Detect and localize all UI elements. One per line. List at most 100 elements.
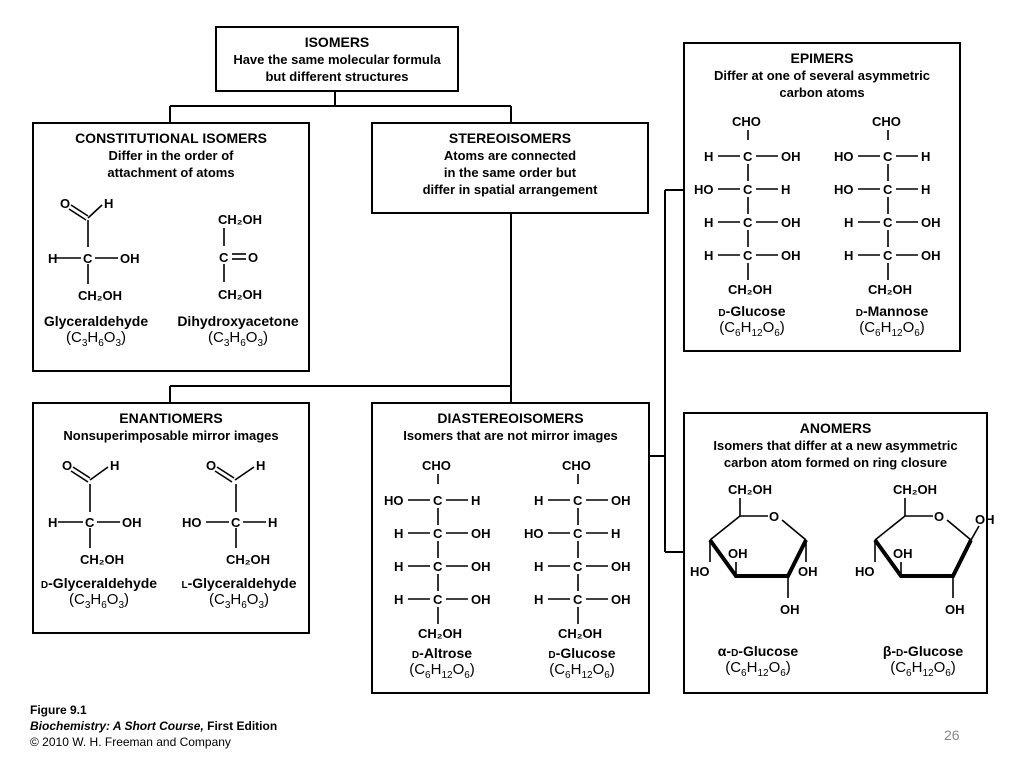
- oh-label: OH: [921, 215, 941, 230]
- isomers-box: ISOMERS Have the same molecular formula …: [215, 26, 459, 92]
- d-glucose-diastereo-formula: (C6H12O6): [549, 661, 615, 681]
- oh-label: OH: [781, 215, 801, 230]
- c-label: C: [219, 250, 229, 265]
- c-label: C: [231, 515, 241, 530]
- h-label: H: [394, 592, 403, 607]
- beta-glucose-caption: β-D-Glucose (C6H12O6): [865, 643, 981, 679]
- ch2oh-label: CH₂OH: [80, 552, 124, 567]
- glyceraldehyde-structure: O H H C OH CH₂OH: [38, 192, 158, 310]
- h-label: H: [921, 149, 930, 164]
- aldehyde-h-label: H: [256, 458, 265, 473]
- ch2oh-label: CH₂OH: [558, 626, 602, 641]
- ho-label: HO: [524, 526, 544, 541]
- aldehyde-o-label: O: [60, 196, 70, 211]
- aldehyde-o-label: O: [62, 458, 72, 473]
- epimers-title: EPIMERS: [790, 50, 854, 66]
- anomers-box: ANOMERS Isomers that differ at a new asy…: [683, 412, 988, 694]
- c-label: C: [883, 149, 893, 164]
- aldehyde-h-label: H: [104, 196, 113, 211]
- oh-label: OH: [471, 559, 491, 574]
- c-label: C: [433, 559, 443, 574]
- oh-label: OH: [611, 493, 631, 508]
- c-label: C: [573, 526, 583, 541]
- cho-label: CHO: [732, 114, 761, 129]
- epimers-subtitle: Differ at one of several asymmetric carb…: [713, 68, 931, 100]
- h-label: H: [781, 182, 790, 197]
- dihydroxyacetone-caption: Dihydroxyacetone (C3H6O3): [172, 313, 304, 349]
- c4-ho-label: HO: [690, 564, 710, 579]
- c-label: C: [743, 149, 753, 164]
- dihydroxyacetone-structure: CH₂OH C O CH₂OH: [190, 206, 290, 306]
- c-label: C: [743, 248, 753, 263]
- ch2oh-label: CH₂OH: [893, 482, 937, 497]
- l-glyceraldehyde-diagram: O H HO C H CH₂OH: [182, 458, 277, 567]
- c2-oh-label: OH: [780, 602, 800, 617]
- c-label: C: [573, 559, 583, 574]
- diastereoisomers-subtitle: Isomers that are not mirror images: [403, 428, 618, 443]
- ho-label: HO: [834, 149, 854, 164]
- figure-caption: Figure 9.1 Biochemistry: A Short Course,…: [30, 702, 277, 750]
- d-altrose-name: D-Altrose: [411, 645, 473, 661]
- aldehyde-o-label: O: [206, 458, 216, 473]
- glyceraldehyde-diagram: O H H C OH CH₂OH: [48, 196, 140, 303]
- oh-label: OH: [471, 526, 491, 541]
- stereoisomers-title: STEREOISOMERS: [448, 130, 572, 146]
- oh-label: OH: [120, 251, 140, 266]
- l-glyceraldehyde-caption: L-Glyceraldehyde (C3H6O3): [172, 575, 306, 611]
- cho-label: CHO: [872, 114, 901, 129]
- d-glucose-diastereo-name: D-Glucose: [548, 645, 616, 661]
- d-altrose-formula: (C6H12O6): [409, 661, 475, 681]
- oh-label: OH: [781, 248, 801, 263]
- h-label: H: [471, 493, 480, 508]
- c-label: C: [85, 515, 95, 530]
- h-label: H: [844, 248, 853, 263]
- constitutional-title: CONSTITUTIONAL ISOMERS: [75, 130, 267, 146]
- constitutional-isomers-box: CONSTITUTIONAL ISOMERS Differ in the ord…: [32, 122, 310, 372]
- constitutional-subtitle: Differ in the order of attachment of ato…: [107, 148, 235, 180]
- aldehyde-h-label: H: [110, 458, 119, 473]
- h-label: H: [534, 493, 543, 508]
- c-label: C: [573, 592, 583, 607]
- c-label: C: [433, 493, 443, 508]
- c-label: C: [743, 215, 753, 230]
- d-glyceraldehyde-structure: O H H C OH CH₂OH: [42, 456, 152, 574]
- h-label: H: [394, 526, 403, 541]
- ho-label: HO: [834, 182, 854, 197]
- h-label: H: [394, 559, 403, 574]
- cho-label: CHO: [562, 458, 591, 473]
- beta-glucose-formula: (C6H12O6): [890, 659, 956, 679]
- h-label: H: [268, 515, 277, 530]
- ch2oh-label: CH₂OH: [418, 626, 462, 641]
- c4-ho-label: HO: [855, 564, 875, 579]
- d-glyceraldehyde-name: D-Glyceraldehyde: [40, 575, 158, 591]
- oh-label: OH: [122, 515, 142, 530]
- d-glyceraldehyde-diagram: O H H C OH CH₂OH: [48, 458, 142, 567]
- o-label: O: [248, 250, 258, 265]
- d-glucose-diastereo-caption: D-Glucose (C6H12O6): [532, 645, 632, 681]
- anomers-title: ANOMERS: [799, 420, 872, 436]
- c2-oh-label: OH: [945, 602, 965, 617]
- ch2oh-top-label: CH₂OH: [218, 212, 262, 227]
- h-label: H: [48, 251, 57, 266]
- h-label: H: [704, 215, 713, 230]
- ch2oh-label: CH₂OH: [78, 288, 122, 303]
- diastereoisomers-title: DIASTEREOISOMERS: [437, 410, 584, 426]
- ch2oh-bottom-label: CH₂OH: [218, 287, 262, 302]
- book-edition: First Edition: [203, 719, 278, 733]
- ho-label: HO: [694, 182, 714, 197]
- l-glyceraldehyde-formula: (C3H6O3): [208, 591, 270, 611]
- d-mannose-name: D-Mannose: [855, 303, 929, 319]
- glyceraldehyde-caption: Glyceraldehyde (C3H6O3): [36, 313, 156, 349]
- diastereoisomers-box: DIASTEREOISOMERS Isomers that are not mi…: [371, 402, 650, 694]
